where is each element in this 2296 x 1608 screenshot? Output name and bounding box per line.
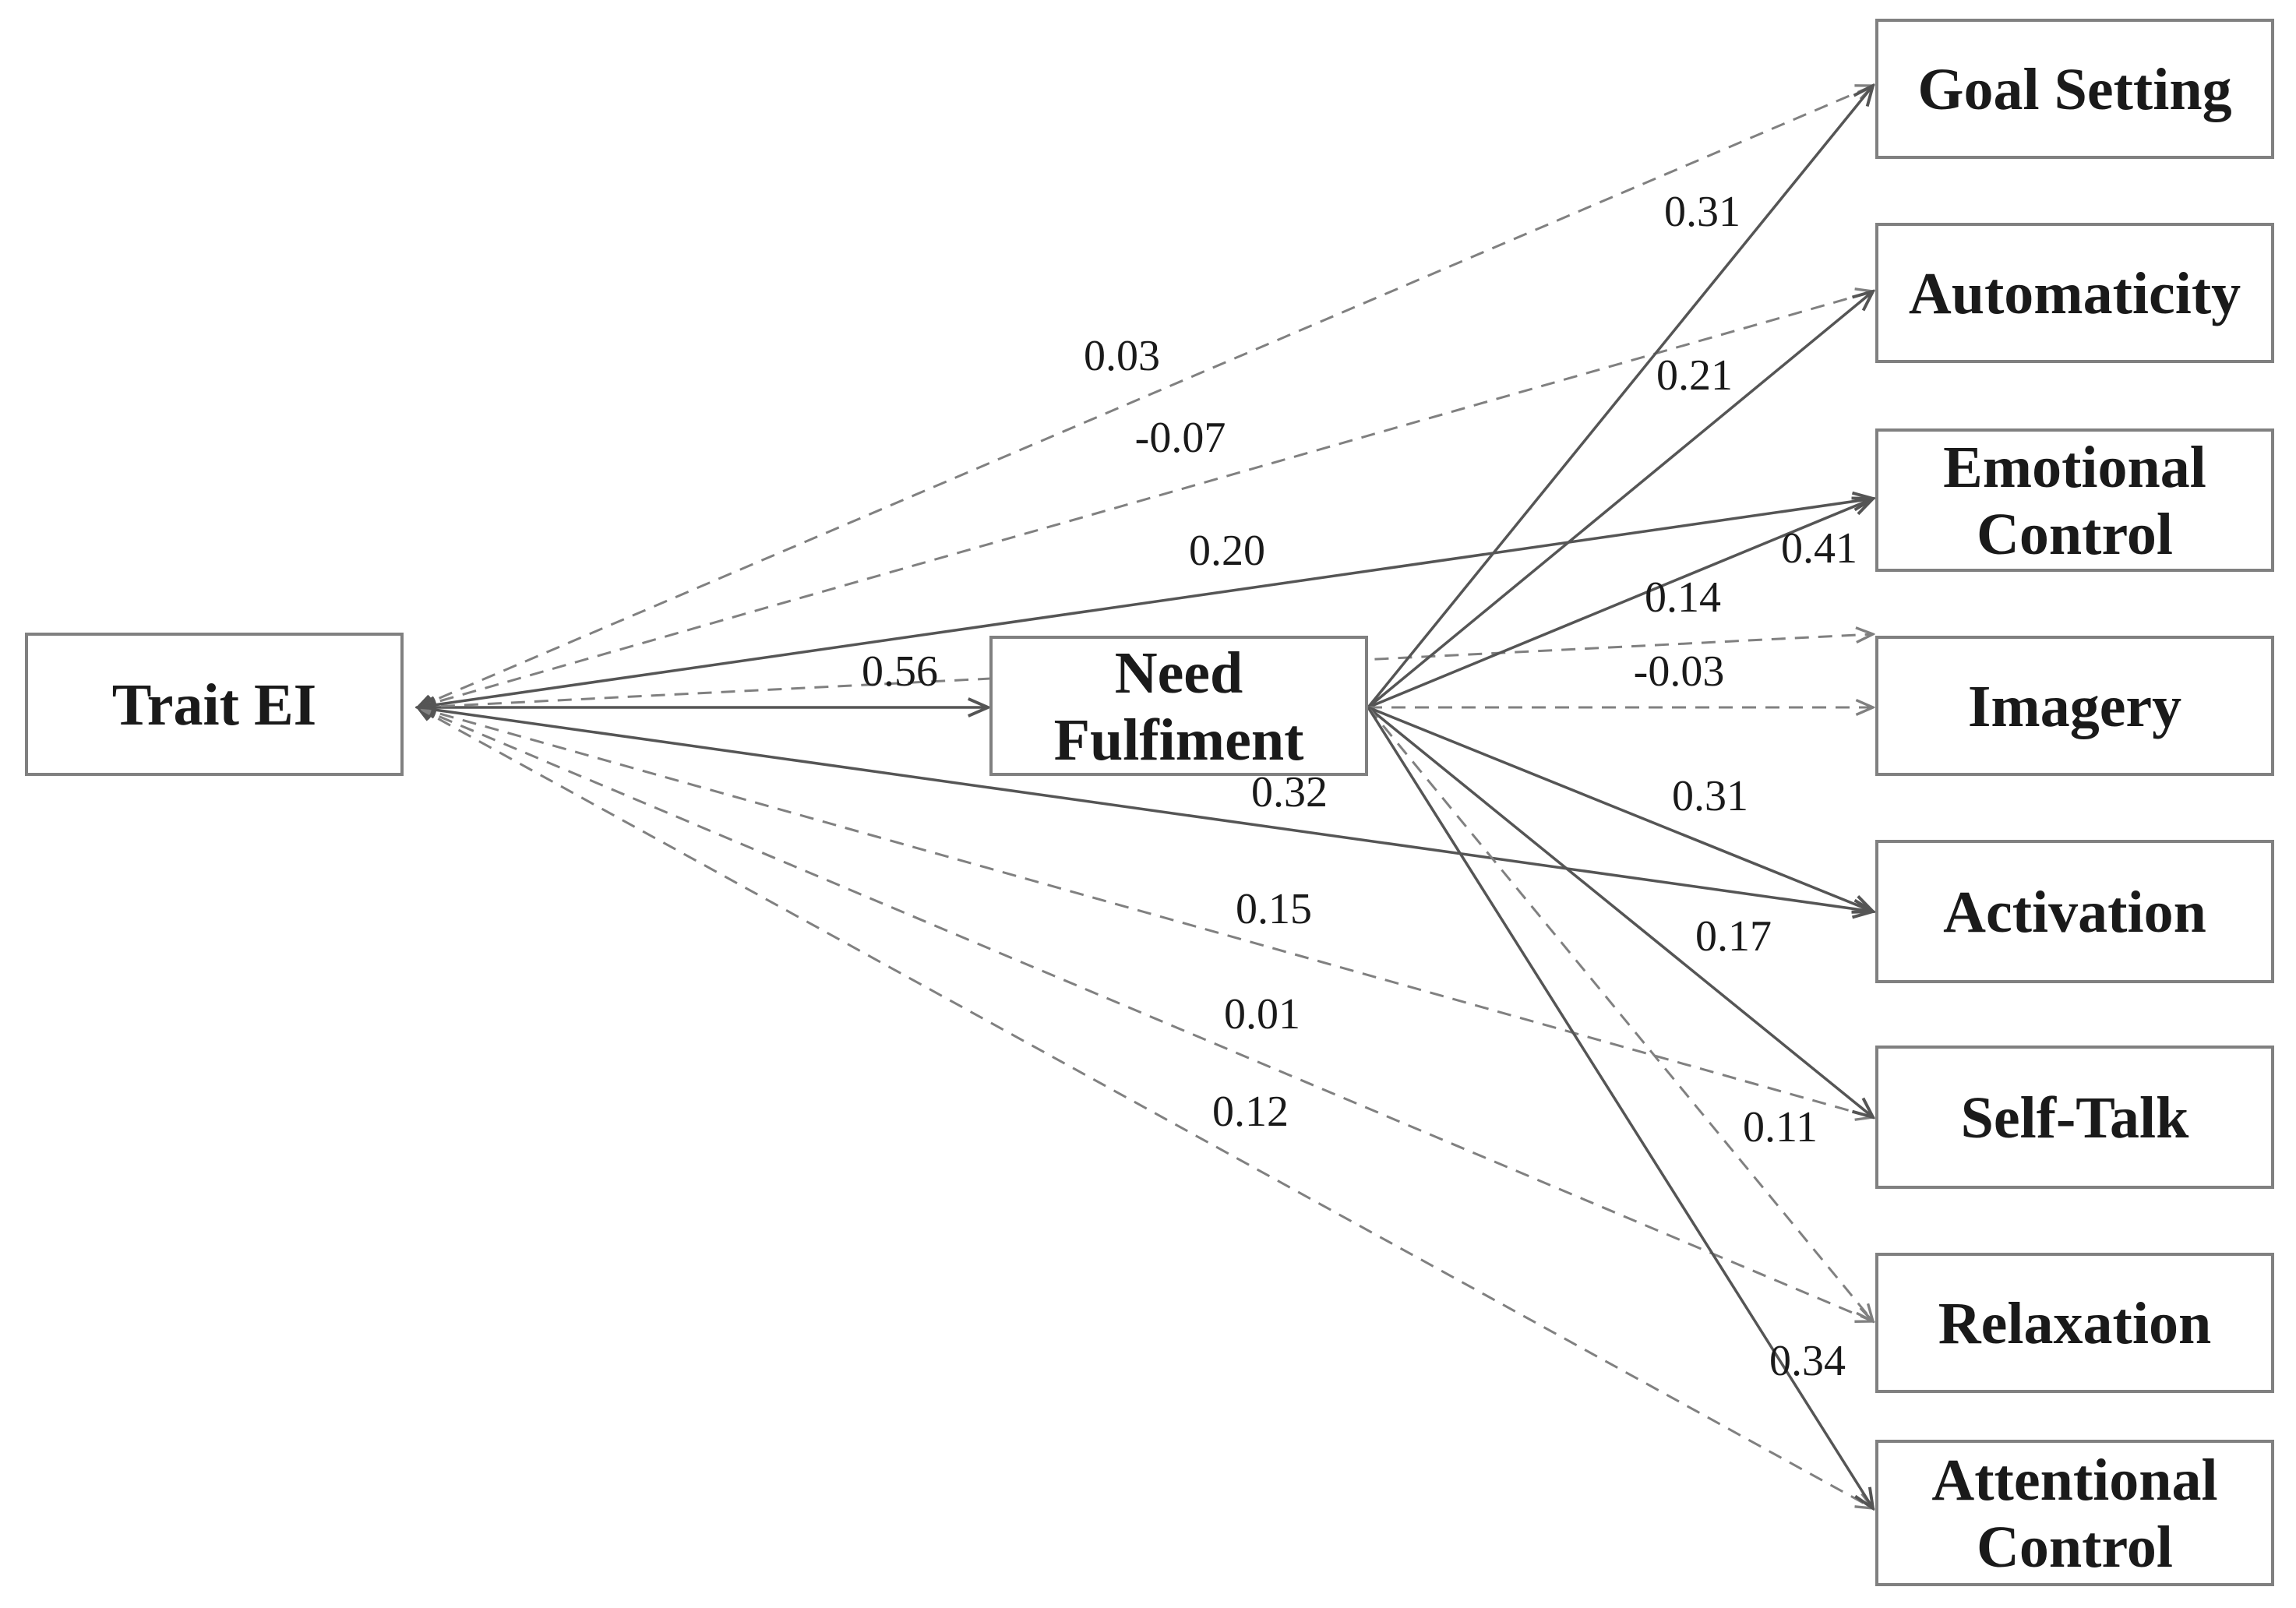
node-label: Trait EI: [112, 672, 316, 738]
node-label: Emotional: [1943, 435, 2206, 500]
coefficient-label-ei-au: -0.07: [1135, 414, 1226, 462]
node-label: Automaticity: [1909, 261, 2241, 326]
node-automaticity: Automaticity: [1875, 223, 2274, 363]
coefficient-label-ei-ac: 0.32: [1251, 768, 1328, 816]
node-trait-ei: Trait EI: [25, 633, 404, 776]
node-imagery: Imagery: [1875, 636, 2274, 776]
path-arrow-nf-gs: [1367, 86, 1873, 709]
path-arrow-nf-at: [1367, 707, 1873, 1508]
coefficient-label-ei-st: 0.15: [1236, 885, 1312, 933]
node-activation: Activation: [1875, 840, 2274, 983]
node-label: Need: [1115, 640, 1243, 706]
coefficient-label-nf-au: 0.21: [1656, 351, 1733, 400]
coefficient-label-im-lbl: 0.14: [1645, 573, 1721, 622]
node-relaxation: Relaxation: [1875, 1253, 2274, 1393]
path-arrow-nf-au: [1367, 291, 1873, 709]
node-label: Self-Talk: [1961, 1085, 2190, 1151]
node-self-talk: Self-Talk: [1875, 1046, 2274, 1189]
node-label: Goal Setting: [1917, 57, 2231, 122]
path-arrow-nf-rx: [1367, 707, 1873, 1321]
node-goal-setting: Goal Setting: [1875, 19, 2274, 159]
node-label: Control: [1977, 502, 2173, 567]
node-label: Control: [1977, 1515, 2173, 1580]
coefficient-label-nf-st: 0.17: [1695, 912, 1772, 961]
coefficient-label-nf-at: 0.34: [1769, 1337, 1846, 1385]
node-label: Imagery: [1968, 674, 2181, 739]
coefficient-label-ei-at: 0.12: [1212, 1088, 1289, 1136]
path-arrow-nf-ac: [1367, 706, 1873, 912]
node-label: Activation: [1943, 880, 2206, 945]
coefficient-label-ei-ec: 0.20: [1189, 527, 1265, 575]
node-label: Attentional: [1931, 1448, 2217, 1513]
coefficient-label-nf-rx: 0.11: [1743, 1103, 1818, 1151]
coefficient-label-nf-gs: 0.31: [1664, 188, 1741, 236]
node-label: Relaxation: [1938, 1291, 2211, 1356]
coefficient-label-ei-nf: 0.56: [862, 647, 938, 696]
path-arrow-ei-rx: [418, 707, 1873, 1321]
coefficient-label-ei-gs: 0.03: [1084, 332, 1160, 380]
path-arrow-nf-ec: [1367, 499, 1873, 709]
path-arrow-ei-at: [418, 707, 1873, 1508]
coefficient-label-ei-rx: 0.01: [1224, 990, 1300, 1038]
coefficient-label-nf-ec: 0.41: [1781, 524, 1857, 573]
coefficient-label-nf-ac: 0.31: [1672, 772, 1748, 820]
path-arrow-nf-st: [1367, 706, 1873, 1117]
coefficient-label-nf-im: -0.03: [1634, 647, 1725, 696]
node-label: Fulfiment: [1054, 707, 1304, 773]
